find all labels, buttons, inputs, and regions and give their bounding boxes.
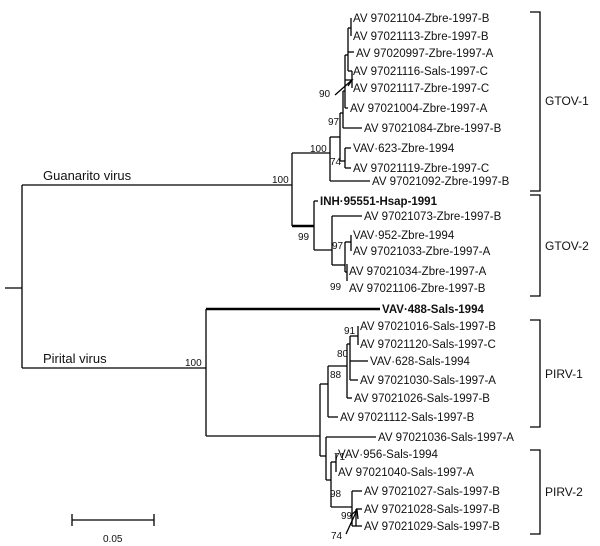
tip-label: AV 97021034-Zbre-1997-A xyxy=(349,266,487,278)
tip-label: AV 97021117-Zbre-1997-C xyxy=(353,83,489,95)
bootstrap-value: 74 xyxy=(331,531,343,542)
tip-label: VAV·623-Zbre-1994 xyxy=(353,143,455,155)
bootstrap-value: 99 xyxy=(341,511,353,522)
bootstrap-value: 90 xyxy=(319,89,331,100)
tip-label: AV 97021119-Zbre-1997-C xyxy=(353,163,489,175)
tip-label: AV 97021026-Sals-1997-B xyxy=(354,393,490,405)
bootstrap-value: 71 xyxy=(334,452,346,463)
guanarito-virus-label: Guanarito virus xyxy=(43,168,132,183)
bootstrap-value: 80 xyxy=(337,349,349,360)
bootstrap-values: 90 97 100 74 100 99 97 99 100 91 80 88 7… xyxy=(185,89,356,542)
tip-label: AV 97021112-Sals-1997-B xyxy=(340,412,475,424)
tip-label: AV 97021106-Zbre-1997-B xyxy=(349,283,486,295)
clade-label-gtov2: GTOV-2 xyxy=(545,239,589,253)
bootstrap-value: 100 xyxy=(272,175,289,186)
bootstrap-value: 88 xyxy=(330,370,342,381)
tip-label: AV 97021040-Sals-1997-A xyxy=(338,467,474,479)
bootstrap-value: 99 xyxy=(298,232,310,243)
clade-label-gtov1: GTOV-1 xyxy=(545,94,589,108)
tip-labels: AV 97021104-Zbre-1997-B AV 97021113-Zbre… xyxy=(320,13,514,533)
tip-label: AV 97021113-Zbre-1997-B xyxy=(353,31,489,43)
tip-label: AV 97021120-Sals-1997-C xyxy=(360,339,496,351)
bootstrap-value: 74 xyxy=(330,157,342,168)
clade-label-pirv2: PIRV-2 xyxy=(545,485,583,499)
tip-label: AV 97021036-Sals-1997-A xyxy=(378,432,514,444)
tip-label: AV 97021073-Zbre-1997-B xyxy=(364,211,502,223)
tip-label: AV 97021116-Sals-1997-C xyxy=(353,66,488,78)
tip-label: VAV·956-Sals-1994 xyxy=(338,449,439,461)
tip-label: AV 97021104-Zbre-1997-B xyxy=(353,13,490,25)
tip-label: AV 97021028-Sals-1997-B xyxy=(364,504,500,516)
tip-label: VAV·628-Sals-1994 xyxy=(370,356,471,368)
tip-label: INH·95551-Hsap-1991 xyxy=(320,196,438,208)
bootstrap-value: 97 xyxy=(332,241,344,252)
scale-bar-label: 0.05 xyxy=(103,534,123,545)
bootstrap-value: 100 xyxy=(310,144,327,155)
clade-label-pirv1: PIRV-1 xyxy=(545,367,583,381)
tip-label: VAV·952-Zbre-1994 xyxy=(353,230,455,242)
tip-label: VAV·488-Sals-1994 xyxy=(382,304,484,316)
bootstrap-value: 98 xyxy=(330,489,342,500)
tip-label: AV 97021084-Zbre-1997-B xyxy=(364,123,502,135)
tip-label: AV 97021027-Sals-1997-B xyxy=(364,486,500,498)
bootstrap-value: 100 xyxy=(185,358,202,369)
pirital-virus-label: Pirital virus xyxy=(43,351,107,366)
bootstrap-value: 91 xyxy=(344,326,356,337)
tip-label: AV 97020997-Zbre-1997-A xyxy=(356,48,494,60)
scale-bar xyxy=(71,514,155,526)
tip-label: AV 97021030-Sals-1997-A xyxy=(360,375,496,387)
tree-branches xyxy=(5,18,380,535)
bootstrap-value: 99 xyxy=(330,282,342,293)
tip-label: AV 97021033-Zbre-1997-A xyxy=(353,246,491,258)
clade-brackets xyxy=(530,11,541,535)
tip-label: AV 97021016-Sals-1997-B xyxy=(360,321,496,333)
bootstrap-value: 97 xyxy=(328,117,340,128)
tip-label: AV 97021004-Zbre-1997-A xyxy=(350,103,488,115)
tip-label: AV 97021029-Sals-1997-B xyxy=(364,521,500,533)
tip-label: AV 97021092-Zbre-1997-B xyxy=(372,176,510,188)
